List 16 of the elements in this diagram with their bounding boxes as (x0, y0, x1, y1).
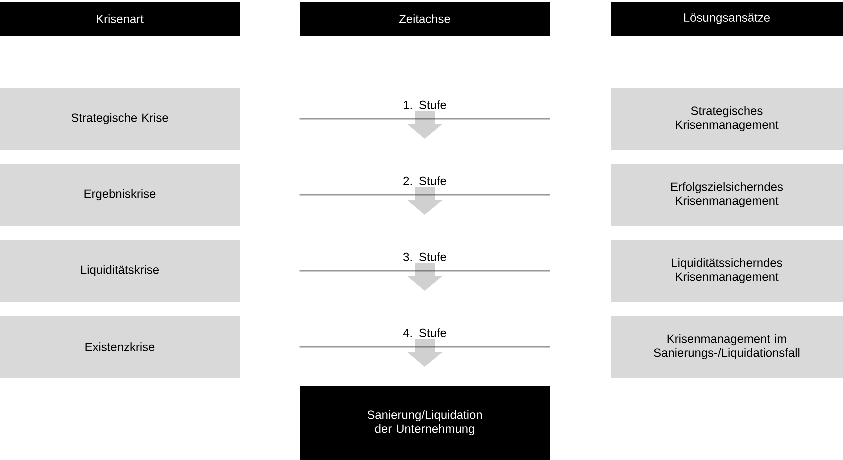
process-box: Krisenmanagement im Sanierungs-/Liquidationsfall (611, 316, 843, 378)
stage-label: 1. Stufe (299, 100, 551, 120)
process-box: Ergebniskrise (0, 164, 240, 226)
header-box: Zeitachse (300, 2, 550, 36)
result-box: Sanierung/Liquidation der Unternehmung (300, 386, 550, 460)
process-box: Strategische Krise (0, 88, 240, 150)
header-box: Krisenart (0, 2, 240, 36)
process-box: Erfolgszielsicherndes Krisenmanagement (611, 164, 843, 226)
header-box: Lösungsansätze (611, 2, 843, 36)
stage-label: 3. Stufe (299, 252, 551, 272)
process-box: Liquiditätskrise (0, 240, 240, 302)
stage-label: 4. Stufe (299, 328, 551, 348)
stage-label: 2. Stufe (299, 176, 551, 196)
process-box: Existenzkrise (0, 316, 240, 378)
process-box: Liquiditätssicherndes Krisenmanagement (611, 240, 843, 302)
process-box: Strategisches Krisenmanagement (611, 88, 843, 150)
